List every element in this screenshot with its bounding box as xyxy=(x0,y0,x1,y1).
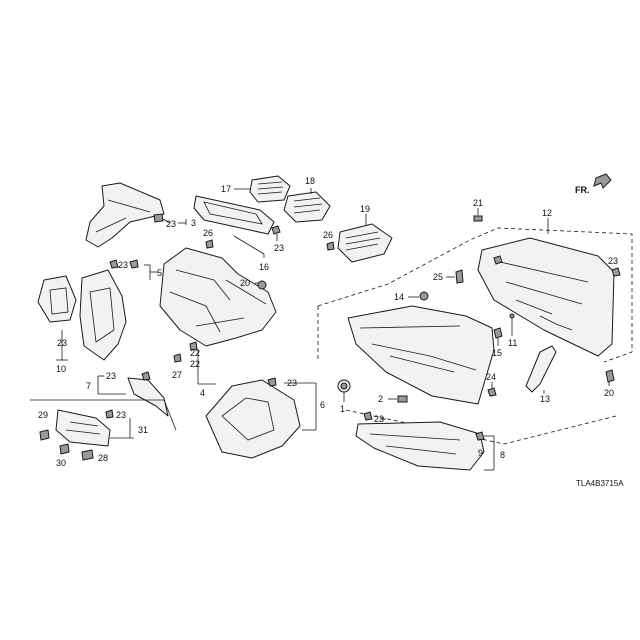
callout-5: 5 xyxy=(157,268,162,278)
callout-14: 14 xyxy=(394,292,404,302)
part-5-center-bracket xyxy=(109,247,277,347)
clips-22-27 xyxy=(173,341,216,385)
part-31-inset xyxy=(30,399,177,461)
callout-11: 11 xyxy=(508,338,517,348)
clip-23-right xyxy=(611,267,621,277)
callout-24: 24 xyxy=(486,372,496,382)
callout-23-g: 23 xyxy=(116,410,126,420)
callout-23-c: 23 xyxy=(118,260,128,270)
callout-26-b: 26 xyxy=(323,230,333,240)
part-21-pin xyxy=(473,208,483,222)
callout-9: 9 xyxy=(478,448,483,458)
part-1-lock xyxy=(337,379,351,402)
lower-left-frame xyxy=(79,269,127,361)
glove-box-outline xyxy=(317,227,633,445)
part-18-center-vent xyxy=(283,188,331,223)
callout-10: 10 xyxy=(56,364,66,374)
callout-23-i: 23 xyxy=(374,414,384,424)
part-24-clip xyxy=(487,382,497,397)
callout-21: 21 xyxy=(473,198,483,208)
front-direction-label: FR. xyxy=(575,185,590,195)
callout-4: 4 xyxy=(200,388,205,398)
callout-23-d: 23 xyxy=(57,338,67,348)
callout-2: 2 xyxy=(378,394,383,404)
part-12-glove-box-housing xyxy=(477,218,615,357)
part-16-center-frame xyxy=(193,195,281,258)
callout-1: 1 xyxy=(340,404,345,414)
part-13-damper xyxy=(525,345,557,394)
drawing-code: TLA4B3715A xyxy=(576,479,624,488)
callout-6: 6 xyxy=(320,400,325,410)
part-25-screw xyxy=(446,269,464,284)
callout-29: 29 xyxy=(38,410,48,420)
part-14-clip xyxy=(408,291,429,301)
callout-16: 16 xyxy=(259,262,269,272)
callout-22-b: 22 xyxy=(190,359,200,369)
callout-20-b: 20 xyxy=(604,388,614,398)
callout-15: 15 xyxy=(492,348,502,358)
part-17-center-vent xyxy=(234,175,291,203)
callout-23-e: 23 xyxy=(106,371,116,381)
front-direction-arrow: FR. xyxy=(575,173,612,195)
part-20-fastener-a xyxy=(255,280,267,290)
callout-8: 8 xyxy=(500,450,505,460)
callout-31: 31 xyxy=(138,425,148,435)
callout-17: 17 xyxy=(221,184,231,194)
callout-7: 7 xyxy=(86,381,91,391)
callout-25: 25 xyxy=(433,272,443,282)
part-7-knee-trim xyxy=(97,371,169,417)
part-15-bumper xyxy=(493,327,503,346)
callout-27: 27 xyxy=(172,370,182,380)
callout-12: 12 xyxy=(542,208,552,218)
callout-22-a: 22 xyxy=(190,348,200,358)
callout-20-a: 20 xyxy=(240,278,250,288)
callout-28: 28 xyxy=(98,453,108,463)
part-10-left-panel xyxy=(37,275,77,361)
glove-box-door xyxy=(347,305,495,405)
callout-19: 19 xyxy=(360,204,370,214)
callout-30: 30 xyxy=(56,458,66,468)
part-8-inner-tray xyxy=(355,411,495,471)
callout-18: 18 xyxy=(305,176,315,186)
part-11-rod xyxy=(509,313,515,336)
clip-26-b xyxy=(326,241,335,251)
callout-23-f: 23 xyxy=(287,378,297,388)
part-19-side-vent xyxy=(337,214,393,263)
part-20-fastener-b xyxy=(605,369,615,386)
part-6-lower-panel xyxy=(205,377,317,459)
part-3-upper-trim xyxy=(85,182,187,248)
part-2-striker xyxy=(388,395,408,403)
callout-13: 13 xyxy=(540,394,550,404)
callout-26-a: 26 xyxy=(203,228,213,238)
clip-26-a xyxy=(205,239,214,249)
callout-23-h: 23 xyxy=(608,256,618,266)
callout-23-a: 23 xyxy=(166,219,176,229)
callout-23-b: 23 xyxy=(274,243,284,253)
callout-3: 3 xyxy=(191,218,196,228)
